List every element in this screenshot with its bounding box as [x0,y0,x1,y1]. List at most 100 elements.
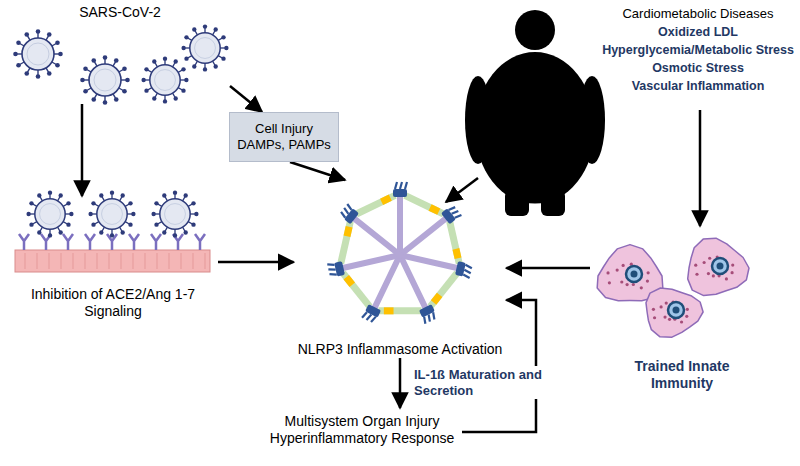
cell-granule [731,263,734,266]
cell-granule [663,315,666,318]
immune-cell [646,288,703,337]
node-heading: Multisystem Organ Injury [285,413,440,430]
cell-granule [647,271,650,274]
ring-segment-yellow [347,227,349,236]
ace2-receptor [151,234,161,250]
ring-segment [341,222,351,264]
ring-spoke [352,216,400,255]
ace2-receptor [19,234,29,250]
cell-granule [694,264,697,267]
cell-granule [616,268,619,271]
cell-nucleus [626,266,642,282]
node-heading: NLRP3 Inflammasome Activation [298,341,503,358]
ring-spoke [373,255,400,311]
node-text: Hyperinflammatory Response [270,430,454,447]
ace2-receptor [85,234,95,250]
concept-node: Multisystem Organ InjuryHyperinflammator… [262,408,462,452]
ring-segment-yellow [456,249,458,258]
membrane-line [145,253,146,269]
virus [80,55,130,105]
obesity-arrow [446,178,478,202]
node-heading: SARS-CoV-2 [79,4,161,21]
cell-nucleolus [717,263,724,270]
ring-segment-yellow [382,198,391,202]
concept-node: Trained Innate Immunity [590,226,774,392]
arrow-connector [399,358,402,408]
arrow-connector [507,267,591,270]
cell-nucleolus [631,271,638,278]
immune-cell [688,238,749,295]
bound-virus [151,190,198,237]
cell-granule [685,315,688,318]
cell-granule [695,273,698,276]
cell-granule [640,286,643,289]
cell-nucleolus [673,307,680,314]
cell-granule [626,283,629,286]
ring-segment-yellow [384,307,394,314]
membrane-line [109,253,110,269]
concept-node: SARS-CoV-2 [10,4,230,104]
process-box: Cell InjuryDAMPs, PAMPs [229,112,339,162]
ring-receptor [455,261,473,278]
virus [181,24,228,71]
node-text: Hyperglycemia/Metabolic Stress [602,43,794,58]
membrane-line [85,253,86,269]
cell-nucleus [668,302,684,318]
ring-receptor [327,261,345,278]
cell-granule [620,280,623,283]
ring-segment-yellow [434,295,440,303]
ring-receptor [393,182,407,197]
cell-granule [707,272,710,275]
arrow-connector [218,261,294,264]
ring-spoke [400,216,448,255]
cell-granule [622,264,625,267]
cell-granule [703,261,706,264]
ace2-receptor [63,234,73,250]
membrane-line [49,253,50,269]
membrane-line [97,253,98,269]
node-heading: Trained Innate Immunity [617,358,747,392]
cell-granule [668,318,671,321]
concept-node: NLRP3 Inflammasome Activation [294,180,507,358]
cell-granule [632,283,635,286]
ring-segment [405,195,444,214]
arrow-connector [699,110,702,226]
node-text: Vascular Inflammation [632,79,765,94]
ring-segment [378,307,421,314]
arrow-connector [230,86,262,112]
bound-virus [88,190,135,237]
membrane-line [181,253,182,269]
ace2-receptor [129,234,139,250]
ring-segment-yellow [346,277,352,285]
cell-granule [660,305,663,308]
cell-granule [686,308,689,311]
membrane-line [157,253,158,269]
obesity-figure [465,10,605,216]
membrane-line [61,253,62,269]
ring-segment [430,273,457,307]
membrane-line [37,253,38,269]
ring-segment [450,222,460,264]
ring-spoke [340,255,400,269]
cell-granule [712,274,715,277]
edge-label: IL-1ß Maturation and Secretion [412,366,544,399]
concept-node: Cardiometabolic DiseasesOxidized LDLHype… [598,6,798,110]
cell-granule [608,281,611,284]
node-text: DAMPs, PAMPs [237,137,331,153]
membrane-line [133,253,134,269]
node-text: Osmotic Stress [652,61,744,76]
node-heading: Inhibition of ACE2/Ang 1-7 Signaling [13,286,213,320]
ring-segment [343,273,370,307]
cell-granule [646,280,649,283]
cell-granule [653,316,656,319]
membrane-line [205,253,206,269]
arrow-connector [290,162,345,180]
node-heading: Cardiometabolic Diseases [622,6,773,22]
ring-receptor [362,304,381,324]
cell-granule [606,271,609,274]
ring-spoke [400,255,460,269]
ring-segment-yellow [430,207,439,211]
virus [141,56,188,103]
ring-spoke [397,193,403,255]
membrane-line [73,253,74,269]
